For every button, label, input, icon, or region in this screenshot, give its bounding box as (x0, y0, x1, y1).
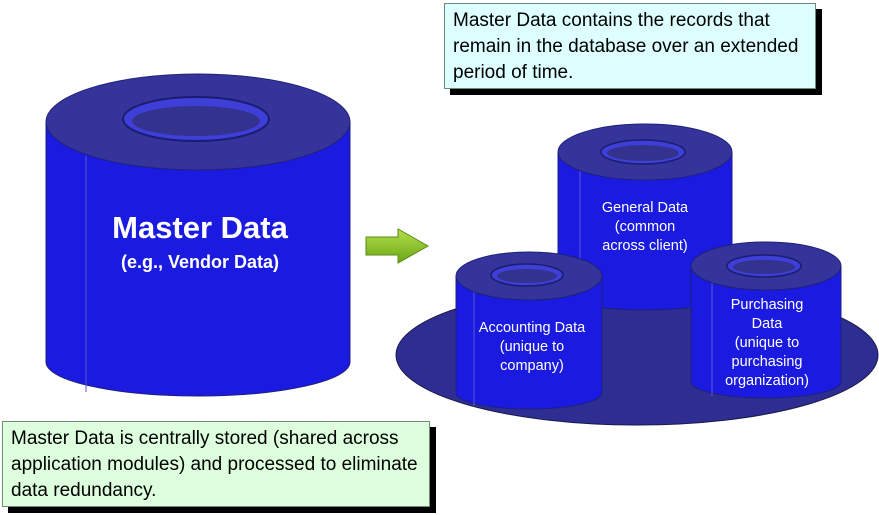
master-data-title: Master Data (112, 210, 288, 245)
purchasing-data-cylinder (690, 241, 842, 399)
general-data-label: General Data (common across client) (570, 199, 720, 256)
accounting-data-line-2: (unique to (499, 339, 565, 355)
purchasing-data-label: Purchasing Data (unique to purchasing or… (694, 296, 840, 391)
purchasing-data-line-5: organization) (725, 373, 809, 389)
accounting-data-label: Accounting Data (unique to company) (462, 319, 602, 376)
purchasing-data-line-4: purchasing (731, 354, 803, 370)
purchasing-data-line-3: (unique to (734, 335, 800, 351)
master-data-subtitle: (e.g., Vendor Data) (120, 252, 280, 272)
general-data-line-3: across client) (602, 238, 688, 254)
general-data-cylinder (557, 123, 733, 311)
right-arrow-icon (365, 228, 430, 264)
general-data-line-1: General Data (601, 200, 689, 216)
note-bottom: Master Data is centrally stored (shared … (2, 421, 430, 507)
purchasing-data-line-2: Data (751, 316, 783, 332)
purchasing-data-line-1: Purchasing (730, 297, 804, 313)
note-top: Master Data contains the records that re… (444, 3, 816, 89)
accounting-data-line-1: Accounting Data (478, 320, 586, 336)
accounting-data-cylinder (455, 251, 603, 410)
accounting-data-line-3: company) (500, 358, 564, 374)
general-data-line-2: (common (614, 219, 676, 235)
master-cylinder (45, 73, 351, 397)
